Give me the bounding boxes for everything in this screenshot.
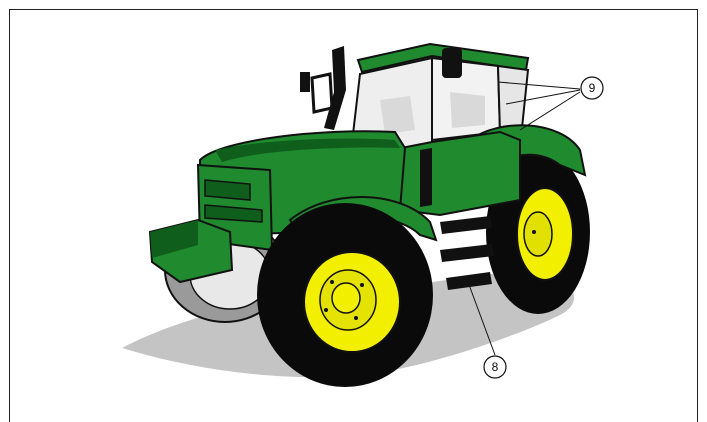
callout-9-label: 9: [589, 81, 596, 95]
exhaust-pipe: [324, 46, 346, 130]
callout-9: 9: [581, 77, 603, 99]
front-right-wheel: [257, 203, 433, 387]
callout-8-label: 8: [492, 360, 499, 374]
callout-8: 8: [484, 356, 506, 378]
cab-steps: [440, 216, 494, 290]
